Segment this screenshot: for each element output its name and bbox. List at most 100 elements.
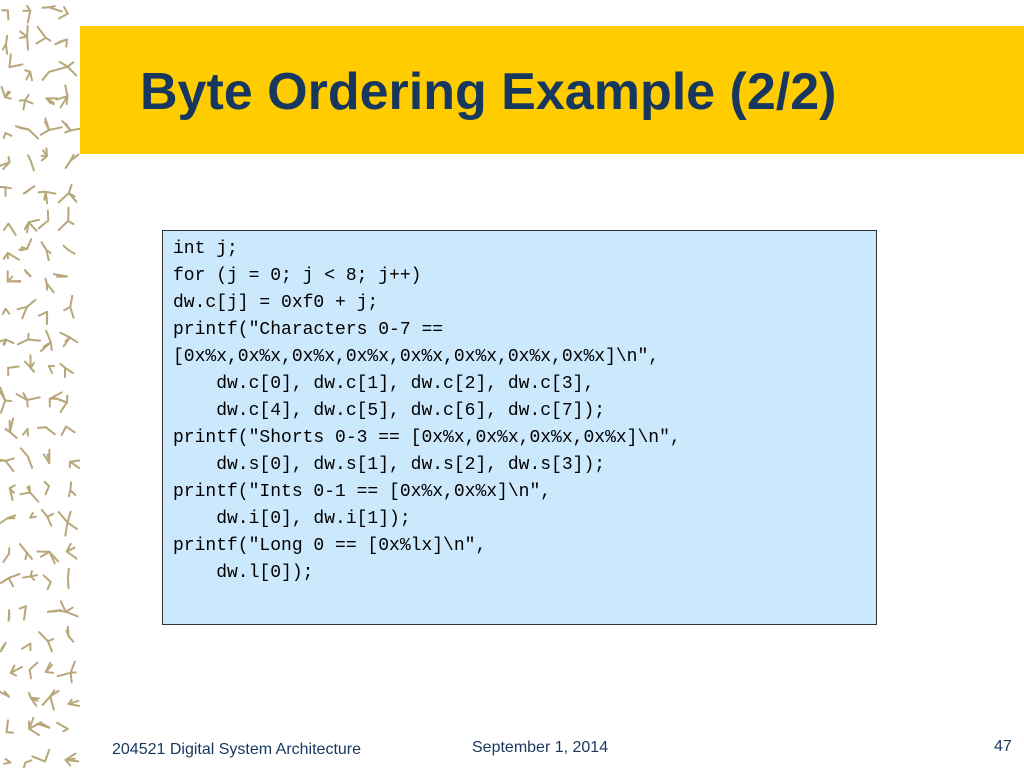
decorative-stroke [64,752,77,761]
decorative-stroke [1,307,7,316]
decorative-stroke [69,671,73,684]
decorative-stroke [23,221,30,231]
decorative-stroke [59,331,71,339]
decorative-stroke [36,426,47,429]
decorative-stroke [8,63,24,69]
decorative-stroke [46,512,55,518]
decorative-stroke [41,695,52,706]
decorative-stroke [64,159,72,170]
decorative-stroke [40,155,48,162]
footer-course: 204521 Digital System Architecture [112,741,362,758]
decorative-stroke [5,719,9,733]
decorative-stroke [28,721,43,730]
decorative-stroke [63,6,69,15]
decorative-stroke [26,399,29,408]
decorative-stroke [64,122,72,132]
decorative-stroke [16,338,29,346]
decorative-stroke [28,485,32,494]
decorative-stroke [59,362,67,369]
decorative-stroke [2,552,11,563]
decorative-stroke [22,575,32,579]
decorative-stroke [35,36,47,45]
decorative-stroke [36,722,51,729]
decorative-stroke [26,298,37,308]
decorative-stroke [8,417,15,433]
decorative-stroke [29,511,34,519]
decorative-stroke [64,758,72,767]
decorative-stroke [66,577,70,590]
decorative-stroke [48,550,56,565]
decorative-stroke [55,95,69,101]
decorative-stroke [8,53,12,69]
decorative-stroke [69,660,76,674]
decorative-stroke [37,310,49,317]
decorative-stroke [69,153,80,162]
decorative-stroke [64,521,69,537]
decorative-stroke [40,509,49,518]
decorative-stroke [64,758,80,763]
decorative-stroke [45,282,55,294]
decorative-stroke [24,99,34,105]
code-line: [0x%x,0x%x,0x%x,0x%x,0x%x,0x%x,0x%x,0x%x… [173,347,660,367]
decorative-stroke [28,727,40,737]
code-line: for (j = 0; j < 8; j++) [173,266,422,286]
decorative-stroke [57,192,70,204]
decorative-stroke [28,716,35,730]
decorative-stroke [44,190,57,195]
decorative-stroke [64,606,74,613]
decorative-stroke [19,491,32,496]
decorative-stroke [23,269,32,278]
decorative-stroke [7,573,21,579]
decorative-stroke [66,65,78,77]
footer-date: September 1, 2014 [472,739,609,756]
decorative-stroke [21,305,28,320]
decorative-stroke [57,219,70,232]
decorative-stroke [65,38,68,48]
decorative-stroke [64,84,69,98]
decorative-stroke [8,431,18,440]
decorative-stroke [0,185,7,189]
decorative-stroke [44,748,51,763]
decorative-stroke [69,127,80,132]
decorative-stroke [59,401,68,413]
decorative-stroke [64,336,71,343]
decorative-stroke [28,692,32,699]
decorative-stroke [9,664,16,674]
decorative-stroke [69,481,73,492]
decorative-stroke [24,94,30,102]
decorative-stroke [44,426,56,436]
decorative-stroke [54,65,69,72]
decorative-stroke [27,221,38,232]
decorative-stroke [23,605,27,621]
decorative-stroke [65,95,69,106]
decorative-stroke [48,126,63,131]
decorative-stroke [38,631,49,643]
decorative-stroke [2,161,11,170]
decorative-stroke [39,129,50,136]
decorative-stroke [31,755,46,763]
decorative-stroke [45,147,48,158]
decorative-stroke [66,521,78,531]
decorative-stroke [4,459,15,473]
decorative-stroke [48,6,63,13]
decorative-stroke [4,96,12,100]
decorative-stroke [26,396,41,401]
decorative-stroke [0,389,7,402]
decorative-stroke [28,668,32,680]
decorative-stroke [29,160,35,172]
decorative-stroke [46,453,51,464]
decorative-stroke [67,192,78,203]
decorative-stroke [49,341,53,351]
glyph-pattern-icon [0,5,80,768]
decorative-stroke [2,222,10,231]
decorative-stroke [7,222,17,236]
decorative-stroke [45,249,52,254]
decorative-stroke [26,24,29,38]
decorative-stroke [64,610,79,618]
decorative-stroke [56,671,72,678]
decorative-stroke [15,393,28,401]
decorative-stroke [19,447,29,458]
decorative-stroke [4,338,15,345]
decorative-stroke [2,132,7,139]
decorative-stroke [0,338,7,343]
